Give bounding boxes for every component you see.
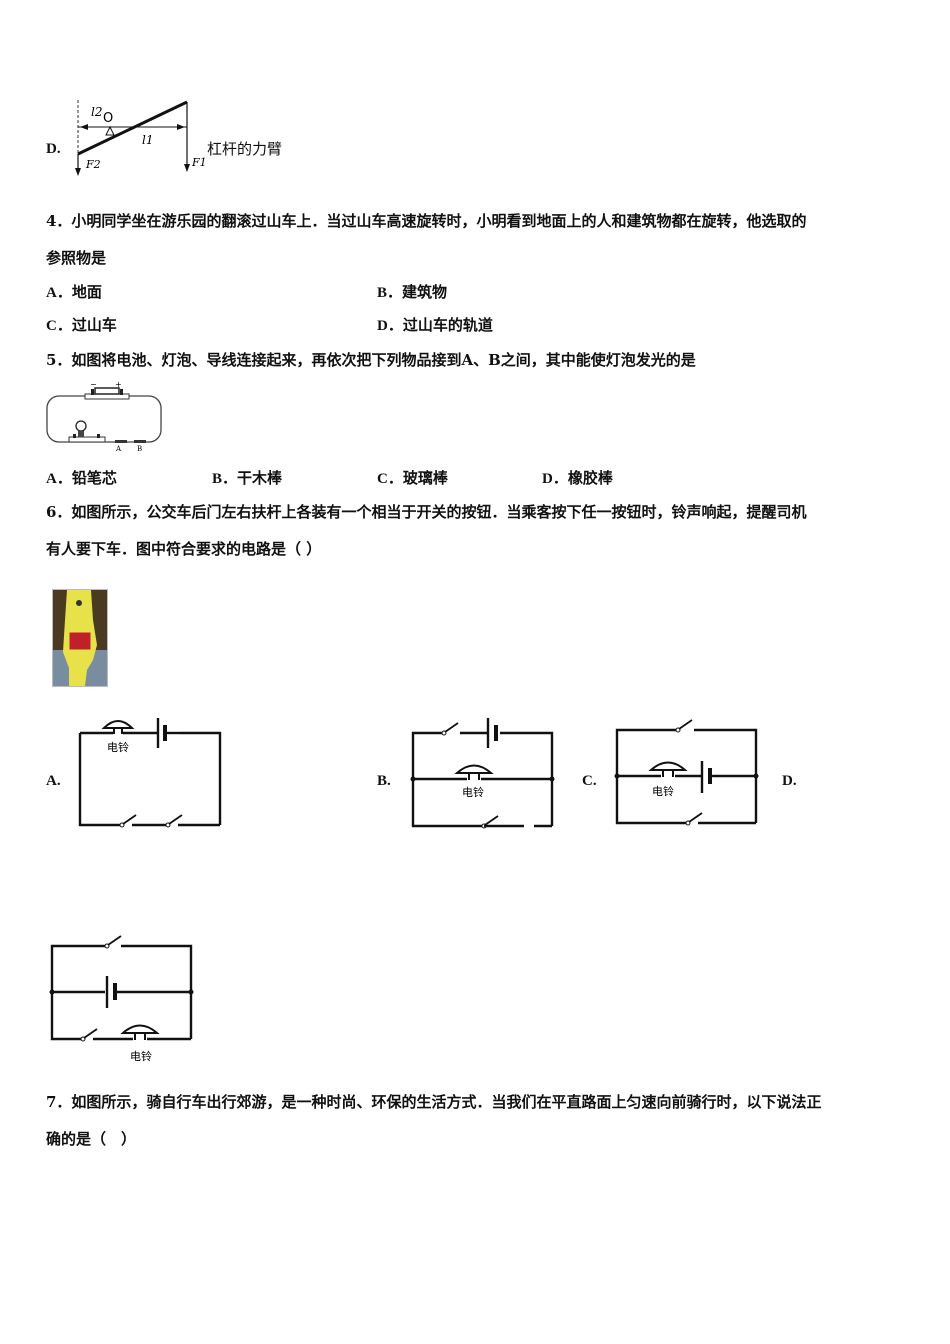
battery-plus-label: + (115, 380, 122, 389)
bell-caption: 电铃 (107, 740, 129, 754)
option-label: D． (542, 471, 568, 487)
q6-option-d-circuit[interactable]: 电铃 (49, 935, 194, 1066)
option-text: 过山车 (71, 316, 117, 334)
point-b-label: B (137, 445, 142, 453)
point-a-label: A (115, 445, 122, 453)
q6-option-a-circuit[interactable]: 电铃 (78, 710, 223, 830)
q3-option-d-caption: 杠杆的力臂 (207, 140, 283, 158)
option-text: 橡胶棒 (567, 469, 613, 487)
q6-option-a-label: A. (46, 773, 61, 789)
battery-minus-label: − (90, 380, 97, 389)
option-label: B． (377, 285, 403, 301)
option-text: 地面 (71, 283, 102, 301)
q6-stem-line1: 6．如图所示，公交车后门左右扶杆上各装有一个相当于开关的按钮．当乘客按下任一按钮… (46, 503, 807, 521)
q3-option-d-label: D. (46, 141, 61, 157)
q5-option-d[interactable]: D．橡胶棒 (542, 468, 613, 489)
q7-stem-line1: 7．如图所示，骑自行车出行郊游，是一种时尚、环保的生活方式．当我们在平直路面上匀… (46, 1093, 822, 1111)
bell-caption: 电铃 (652, 784, 674, 798)
q4-option-d[interactable]: D．过山车的轨道 (377, 315, 493, 336)
q7-stem-line2: 确的是（ ） (46, 1130, 137, 1148)
q6-option-b-circuit[interactable]: 电铃 (410, 716, 555, 831)
option-label: A． (46, 471, 72, 487)
q5-option-b[interactable]: B．干木棒 (212, 468, 282, 489)
f2-label: F2 (85, 158, 101, 171)
option-label: C． (377, 471, 403, 487)
l1-label: l1 (142, 133, 153, 147)
q6-option-c-circuit[interactable]: 电铃 (614, 713, 759, 828)
option-text: 过山车的轨道 (402, 316, 493, 334)
f1-label: F1 (191, 156, 207, 169)
option-text: 玻璃棒 (402, 469, 448, 487)
q4-stem-line1: 4．小明同学坐在游乐园的翻滚过山车上．当过山车高速旋转时，小明看到地面上的人和建… (46, 212, 807, 230)
option-label: A． (46, 285, 72, 301)
option-label: D． (377, 318, 403, 334)
q4-option-a[interactable]: A．地面 (46, 282, 102, 303)
pivot-o-label: O (103, 111, 113, 126)
q4-option-b[interactable]: B．建筑物 (377, 282, 447, 303)
q6-option-d-label: D. (782, 773, 797, 789)
bell-caption: 电铃 (130, 1049, 152, 1063)
q5-option-a[interactable]: A．铅笔芯 (46, 468, 117, 489)
option-label: C． (46, 318, 72, 334)
option-text: 建筑物 (402, 283, 448, 301)
q4-stem-line2: 参照物是 (46, 249, 107, 267)
q6-stem-line2: 有人要下车．图中符合要求的电路是（ ） (46, 540, 322, 558)
q6-option-c-label: C. (582, 773, 597, 789)
lever-arm-diagram: l2 O l1 F2 F1 (75, 100, 207, 176)
option-text: 干木棒 (237, 469, 283, 487)
battery-bulb-circuit-diagram: − + A B (46, 380, 162, 453)
option-text: 铅笔芯 (71, 469, 117, 487)
bus-button-photo (52, 589, 108, 687)
q4-option-c[interactable]: C．过山车 (46, 315, 117, 336)
q6-option-b-label: B. (377, 773, 391, 789)
q5-option-c[interactable]: C．玻璃棒 (377, 468, 448, 489)
option-label: B． (212, 471, 238, 487)
l2-label: l2 (91, 105, 102, 119)
q5-stem: 5．如图将电池、灯泡、导线连接起来，再依次把下列物品接到A、B之间，其中能使灯泡… (46, 351, 696, 369)
bell-caption: 电铃 (462, 785, 484, 799)
